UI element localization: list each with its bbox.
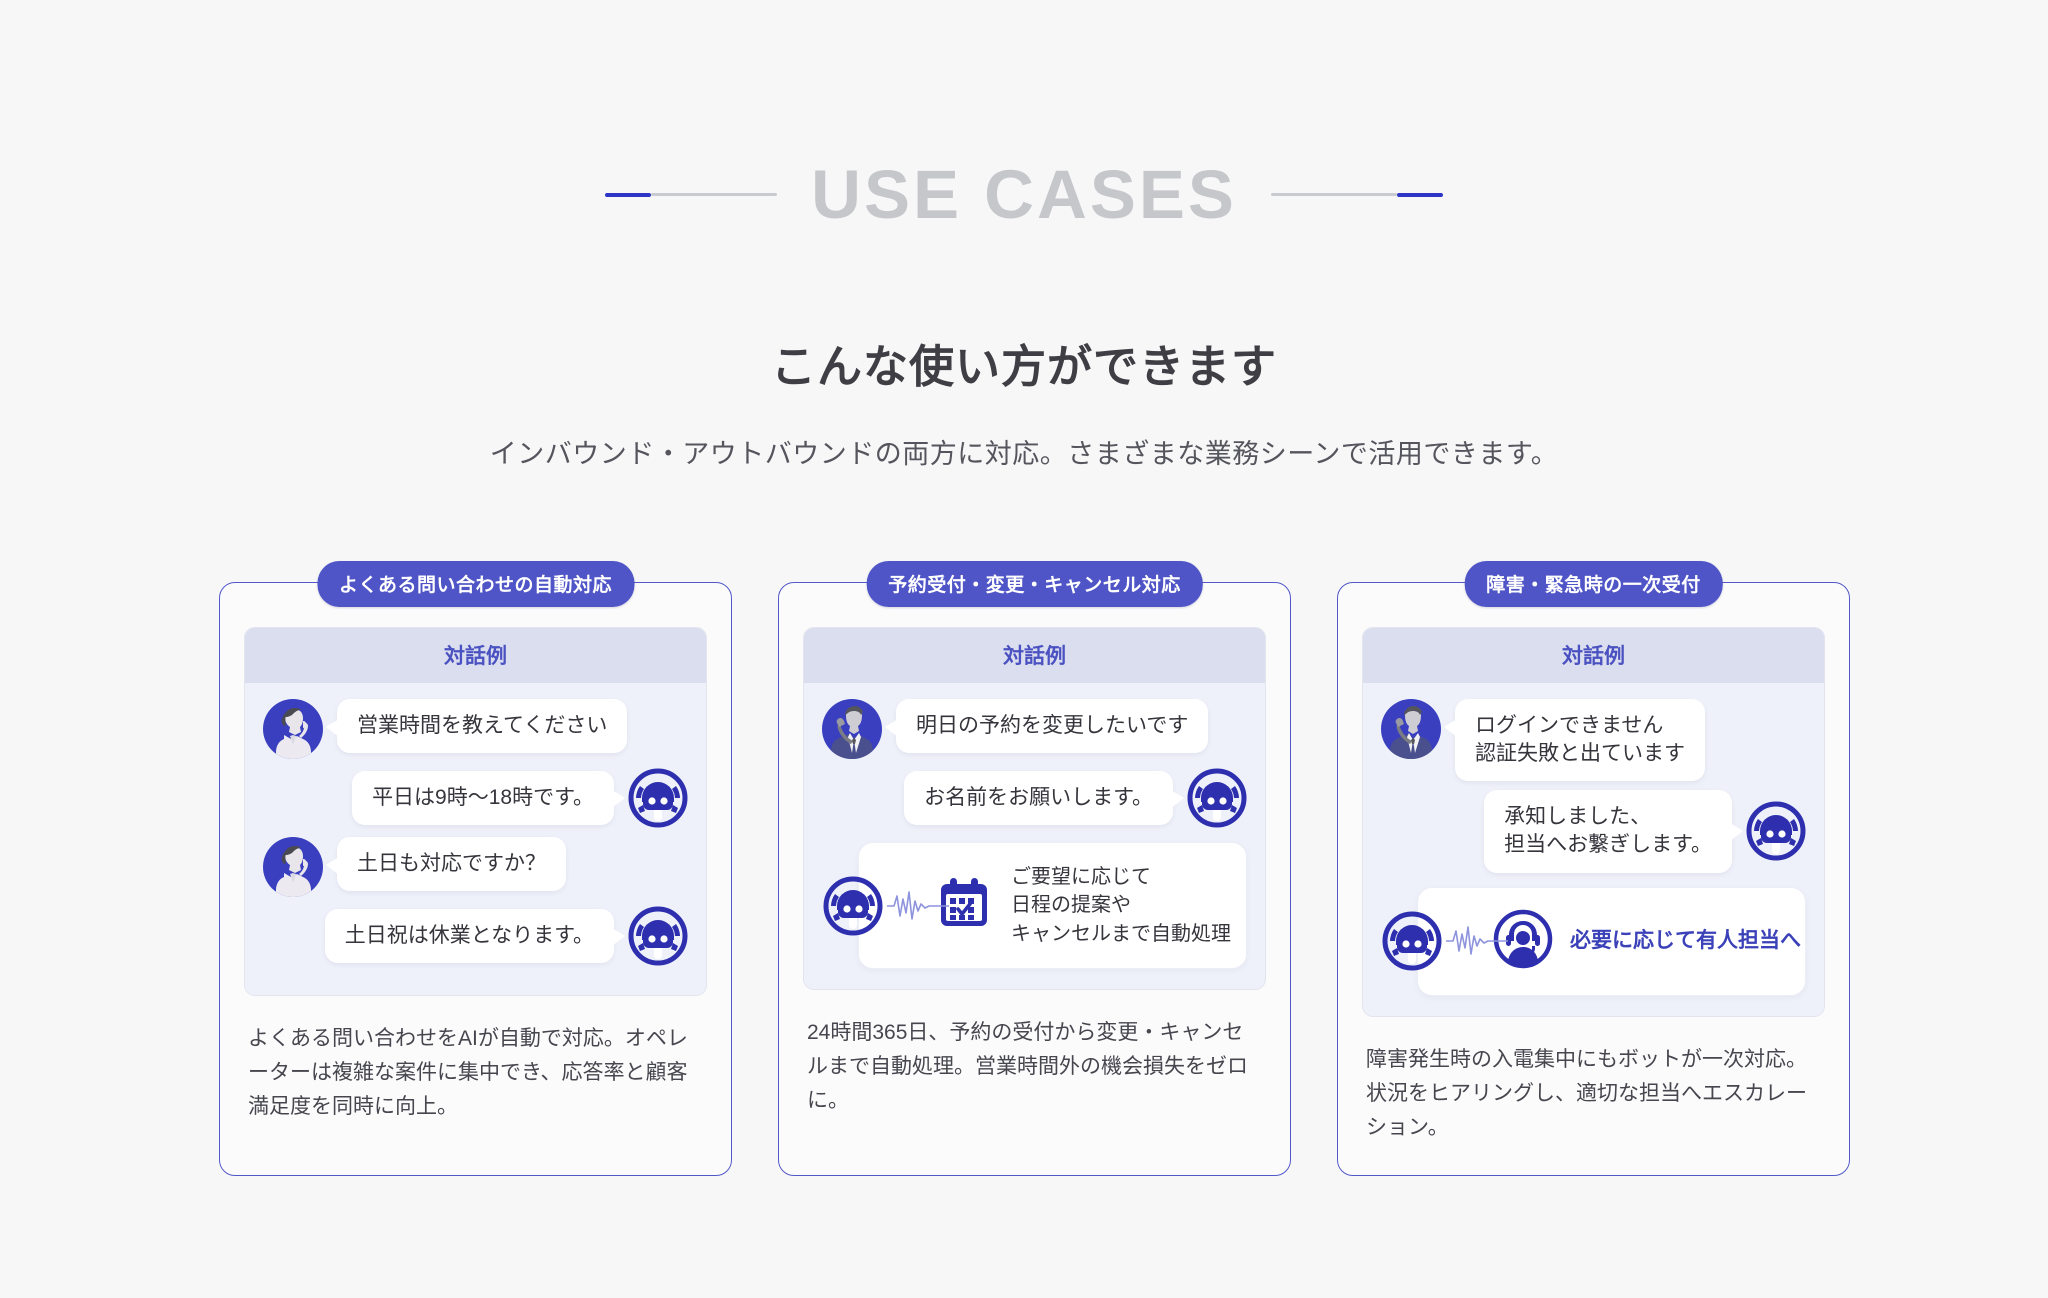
rule-right: [1270, 192, 1443, 197]
chat-bubble-user: 明日の予約を変更したいです: [884, 699, 1209, 754]
voice-waveform-icon: [1446, 924, 1508, 958]
man-phone-avatar: [822, 699, 882, 759]
page-subtitle: インバウンド・アウトバウンドの両方に対応。さまざまな業務シーンで活用できます。: [489, 439, 1559, 469]
use-case-card: よくある問い合わせの自動対応 対話例 営業時間を教えてください 平: [219, 561, 732, 1176]
use-case-card: 障害・緊急時の一次受付 対話例 ログインできません 認証失敗と出ています: [1337, 561, 1850, 1176]
rule-accent-right: [1396, 192, 1443, 197]
dialog-panel: 対話例 営業時間を教えてください 平日は9時〜18時です。: [244, 627, 707, 996]
chat-row-user: 明日の予約を変更したいです: [822, 699, 1247, 759]
man-phone-avatar: [1381, 699, 1441, 759]
dialog-panel-title: 対話例: [1363, 628, 1824, 683]
handoff-info-panel: ご要望に応じて 日程の提案や キャンセルまで自動処理: [823, 842, 1247, 970]
woman-headset-avatar: [263, 699, 323, 759]
chat-bubble-user: ログインできません 認証失敗と出ています: [1444, 699, 1705, 782]
rule-gray-left: [651, 193, 778, 196]
handoff-info-panel: 必要に応じて有人担当へ: [1382, 886, 1806, 996]
woman-headset-avatar: [263, 837, 323, 897]
dialog-panel: 対話例 ログインできません 認証失敗と出ています 承知しました、: [1362, 627, 1825, 1017]
chat-bubble-bot: お名前をお願いします。: [904, 770, 1184, 826]
dialog-panel: 対話例 明日の予約を変更したいです お名前をお願いします。: [803, 627, 1266, 991]
handoff-info-text: 必要に応じて有人担当へ: [1570, 929, 1801, 953]
chat-row-bot: 平日は9時〜18時です。: [263, 768, 688, 828]
card-badge: 予約受付・変更・キャンセル対応: [866, 561, 1203, 607]
operator-headset-icon: [1492, 908, 1554, 975]
voice-waveform-icon: [887, 889, 949, 923]
rule-gray-right: [1270, 193, 1397, 196]
eyebrow-title: USE CASES: [811, 156, 1237, 233]
bot-headset-avatar: [628, 768, 688, 828]
handoff-info-text: ご要望に応じて 日程の提案や キャンセルまで自動処理: [1011, 866, 1231, 945]
calendar-check-icon: [933, 872, 995, 939]
dialog-panel-title: 対話例: [245, 628, 706, 683]
bot-headset-avatar: [628, 906, 688, 966]
dialog-body: 営業時間を教えてください 平日は9時〜18時です。: [245, 683, 706, 995]
card-description: 障害発生時の入電集中にもボットが一次対応。状況をヒアリングし、適切な担当へエスカ…: [1366, 1047, 1807, 1139]
chat-row-bot: 土日祝は休業となります。: [263, 906, 688, 966]
chat-bubble-user: 営業時間を教えてください: [325, 699, 628, 754]
chat-bubble-bot: 承知しました、 担当へお繋ぎします。: [1484, 790, 1743, 873]
bot-headset-avatar: [1187, 768, 1247, 828]
bot-headset-avatar: [823, 876, 883, 936]
chat-row-user: ログインできません 認証失敗と出ています: [1381, 699, 1806, 782]
rule-left: [605, 192, 778, 197]
dialog-body: 明日の予約を変更したいです お名前をお願いします。: [804, 683, 1265, 989]
bot-headset-avatar: [1746, 801, 1806, 861]
chat-bubble-bot: 平日は9時〜18時です。: [352, 770, 625, 826]
chat-row-bot: お名前をお願いします。: [822, 768, 1247, 828]
chat-bubble-bot: 土日祝は休業となります。: [324, 908, 626, 964]
dialog-body: ログインできません 認証失敗と出ています 承知しました、 担当へお繋ぎします。: [1363, 683, 1824, 1016]
chat-row-bot: 承知しました、 担当へお繋ぎします。: [1381, 790, 1806, 873]
use-case-card-grid: よくある問い合わせの自動対応 対話例 営業時間を教えてください 平: [219, 561, 1850, 1176]
section-eyebrow: USE CASES: [0, 160, 2048, 229]
card-badge: 障害・緊急時の一次受付: [1464, 561, 1723, 607]
use-case-card: 予約受付・変更・キャンセル対応 対話例 明日の予約を変更したいです: [778, 561, 1291, 1176]
bot-headset-avatar: [1382, 911, 1442, 971]
rule-accent-left: [605, 192, 652, 197]
chat-row-user: 土日も対応ですか？: [263, 837, 688, 897]
page-title: こんな使い方ができます: [770, 341, 1277, 392]
card-badge: よくある問い合わせの自動対応: [316, 561, 635, 607]
card-description: よくある問い合わせをAIが自動で対応。オペレーターは複雑な案件に集中でき、応答率…: [248, 1027, 688, 1119]
chat-row-user: 営業時間を教えてください: [263, 699, 688, 759]
chat-bubble-user: 土日も対応ですか？: [326, 837, 566, 892]
card-description: 24時間365日、予約の受付から変更・キャンセルまで自動処理。営業時間外の機会損…: [807, 1021, 1248, 1113]
dialog-panel-title: 対話例: [804, 628, 1265, 683]
